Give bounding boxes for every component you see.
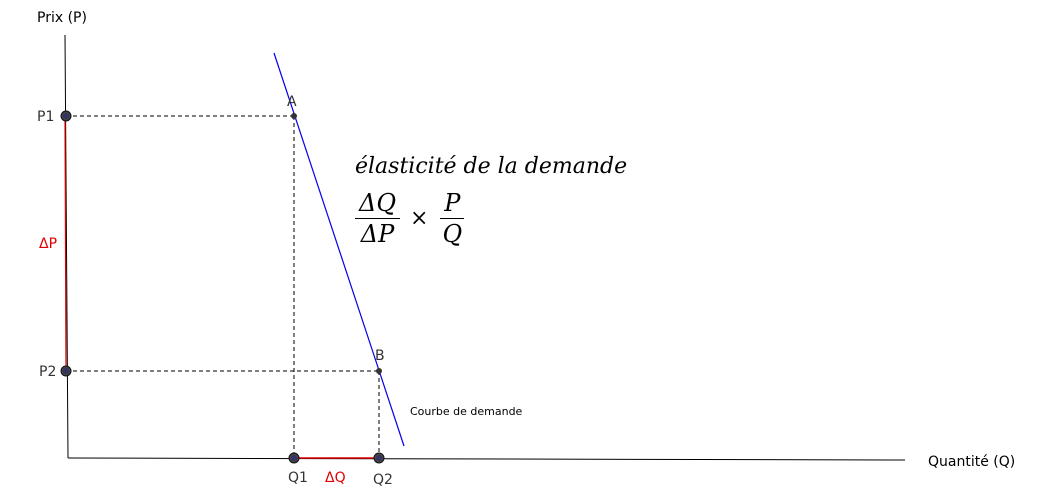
label-q2: Q2 bbox=[373, 472, 393, 488]
y-axis-label: Prix (P) bbox=[37, 10, 87, 26]
label-a: A bbox=[287, 94, 297, 110]
label-q1: Q1 bbox=[288, 470, 308, 486]
demand-curve bbox=[273, 52, 405, 447]
times-sign: × bbox=[410, 206, 429, 232]
fraction-delta: ΔQ ΔP bbox=[355, 190, 401, 249]
point-q2 bbox=[373, 452, 385, 464]
point-p1 bbox=[60, 110, 72, 122]
point-q1 bbox=[288, 452, 300, 464]
y-axis bbox=[64, 34, 69, 459]
fraction-numerator-delta-q: ΔQ bbox=[355, 190, 401, 220]
elasticity-formula: ΔQ ΔP × P Q bbox=[355, 190, 466, 248]
label-demand-curve: Courbe de demande bbox=[410, 405, 523, 418]
label-delta-p: ΔP bbox=[39, 236, 57, 252]
fraction-denominator-delta-p: ΔP bbox=[360, 220, 395, 249]
point-p2 bbox=[60, 365, 72, 377]
label-delta-q: ΔQ bbox=[325, 470, 346, 486]
fraction-price-quantity: P Q bbox=[438, 190, 466, 248]
point-a bbox=[291, 113, 297, 119]
fraction-numerator-p: P bbox=[440, 190, 465, 220]
x-axis-label: Quantité (Q) bbox=[928, 454, 1015, 470]
x-axis bbox=[67, 457, 906, 461]
label-p1: P1 bbox=[37, 109, 54, 125]
label-p2: P2 bbox=[39, 364, 56, 380]
label-b: B bbox=[375, 348, 385, 364]
fraction-denominator-q: Q bbox=[442, 220, 463, 249]
delta-p-segment bbox=[64, 115, 67, 372]
point-b bbox=[376, 368, 382, 374]
formula-title: élasticité de la demande bbox=[355, 154, 628, 179]
